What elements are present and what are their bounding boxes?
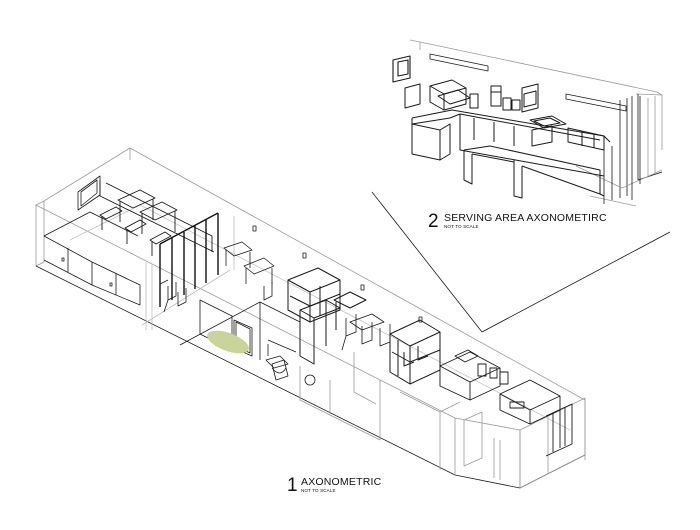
detail-appliances [404, 79, 539, 113]
restroom [207, 330, 316, 386]
detail-counter [411, 109, 611, 199]
paper-towel-dispenser [392, 55, 411, 83]
wall-artwork [77, 175, 101, 211]
detail-wall-shelves [429, 53, 627, 112]
seating-area [99, 180, 215, 256]
chairs-left [159, 241, 275, 313]
detail-edge-lines [631, 96, 641, 200]
glass-panels [141, 216, 235, 330]
shelving-units [287, 267, 367, 365]
interior-rooms [299, 352, 501, 480]
chairs-mid [341, 313, 391, 351]
view-scale-note: NOT TO SCALE [301, 488, 336, 493]
main-serving-counter [439, 349, 573, 457]
view-number: 2 [428, 211, 439, 232]
view-label-serving-area: 2 SERVING AREA AXONOMETIRC NOT TO SCALE [428, 210, 607, 232]
view-title: AXONOMETRIC [301, 476, 382, 488]
display-unit [389, 319, 441, 385]
partition-walls [159, 212, 219, 307]
left-counters [43, 211, 141, 306]
view-title: SERVING AREA AXONOMETIRC [444, 212, 607, 224]
wall-outlets [252, 225, 423, 323]
callout-lines [371, 191, 671, 333]
view-label-axonometric: 1 AXONOMETRIC NOT TO SCALE [287, 474, 397, 496]
view-scale-note: NOT TO SCALE [444, 224, 479, 229]
view-number: 1 [287, 475, 298, 496]
